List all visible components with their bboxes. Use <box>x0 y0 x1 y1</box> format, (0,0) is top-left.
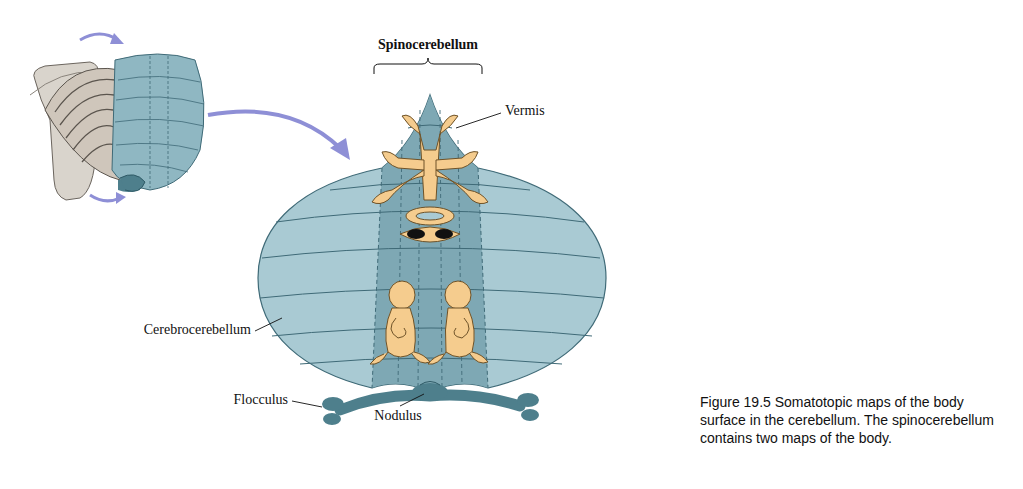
upper-homunculus <box>372 115 488 242</box>
arrow-head <box>330 138 350 160</box>
part-label: Cerebrocerebellum <box>144 322 251 339</box>
region-heading: Spinocerebellum <box>378 37 478 53</box>
unfolded-cerebellum <box>258 95 606 425</box>
lower-homunculi <box>370 281 488 364</box>
inset-cerebellum <box>30 33 204 204</box>
bracket <box>374 58 482 74</box>
transition-arrow <box>208 111 340 148</box>
part-label: Vermis <box>505 103 545 120</box>
part-label: Nodulus <box>374 408 421 425</box>
figure-caption: Figure 19.5 Somatotopic maps of the body… <box>700 393 1012 448</box>
part-label: Flocculus <box>234 392 288 409</box>
leader-lines <box>255 113 501 407</box>
